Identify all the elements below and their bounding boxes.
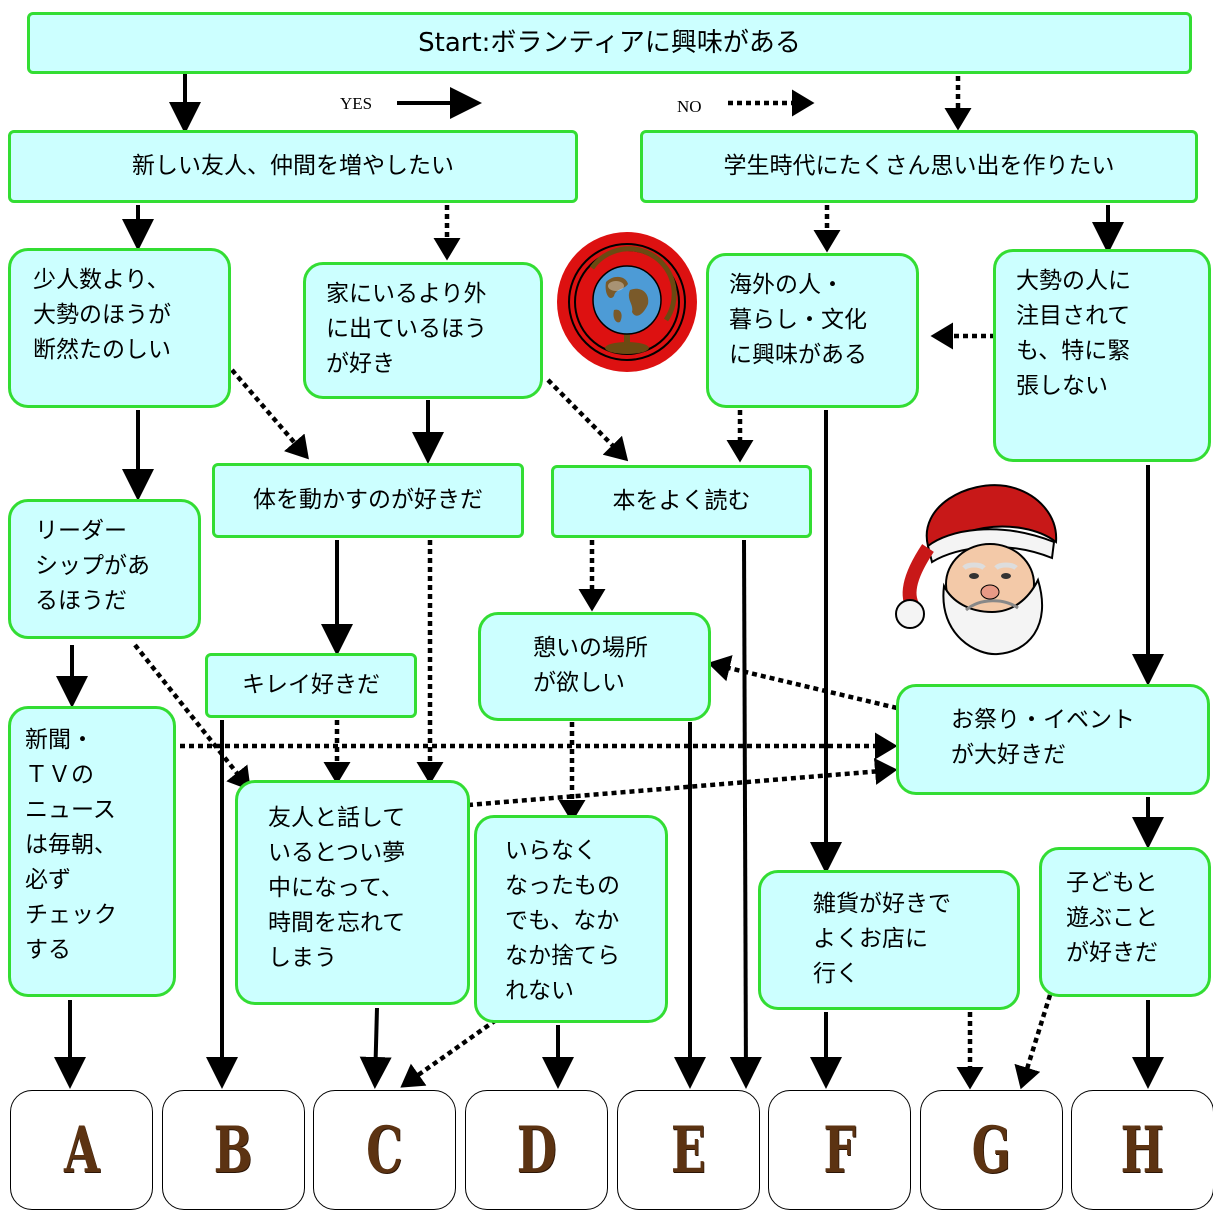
node-cannot-throw-away: いらなく なったもの でも、なか なか捨てら れない	[474, 815, 668, 1023]
result-c-label: C	[366, 1112, 403, 1188]
result-f-label: F	[823, 1112, 856, 1188]
result-h: H	[1071, 1090, 1213, 1210]
node-lose-track-talking: 友人と話して いるとつい夢 中になって、 時間を忘れて しまう	[235, 780, 470, 1005]
node-love-festivals: お祭り・イベント が大好きだ	[896, 684, 1210, 795]
result-d: D	[465, 1090, 608, 1210]
santa-icon	[895, 484, 1058, 656]
legend-no-label: NO	[677, 97, 702, 116]
node-prefer-outside: 家にいるより外 に出ているほう が好き	[303, 262, 543, 399]
node-like-exercise: 体を動かすのが好きだ	[212, 463, 524, 538]
result-b: B	[162, 1090, 305, 1210]
node-want-rest-place: 憩いの場所 が欲しい	[478, 612, 711, 721]
node-like-clean: キレイ好きだ	[205, 653, 417, 718]
node-read-books: 本をよく読む	[551, 465, 812, 538]
result-g-label: G	[971, 1112, 1012, 1188]
node-student-memories: 学生時代にたくさん思い出を作りたい	[640, 130, 1198, 203]
legend-yes-label: YES	[340, 94, 373, 113]
result-g: G	[920, 1090, 1063, 1210]
result-d-label: D	[516, 1112, 557, 1188]
globe-icon	[557, 232, 697, 372]
result-h-label: H	[1120, 1112, 1165, 1188]
result-a-label: A	[63, 1112, 100, 1188]
node-check-news: 新聞・ ＴＶの ニュース は毎朝、 必ず チェック する	[8, 706, 176, 997]
start-node: Start:ボランティアに興味がある	[27, 12, 1192, 74]
node-like-goods-shops: 雑貨が好きで よくお店に 行く	[758, 870, 1020, 1010]
node-new-friends: 新しい友人、仲間を増やしたい	[8, 130, 578, 203]
node-not-nervous: 大勢の人に 注目されて も、特に緊 張しない	[993, 249, 1211, 462]
result-e: E	[617, 1090, 760, 1210]
node-leadership: リーダー シップがあ るほうだ	[8, 499, 201, 639]
node-prefer-crowds: 少人数より、 大勢のほうが 断然たのしい	[8, 248, 231, 408]
node-interest-overseas: 海外の人・ 暮らし・文化 に興味がある	[706, 253, 919, 408]
result-a: A	[10, 1090, 153, 1210]
node-like-children: 子どもと 遊ぶこと が好きだ	[1039, 847, 1211, 997]
result-c: C	[313, 1090, 456, 1210]
result-b-label: B	[214, 1112, 253, 1188]
result-f: F	[768, 1090, 911, 1210]
result-e-label: E	[670, 1112, 707, 1188]
